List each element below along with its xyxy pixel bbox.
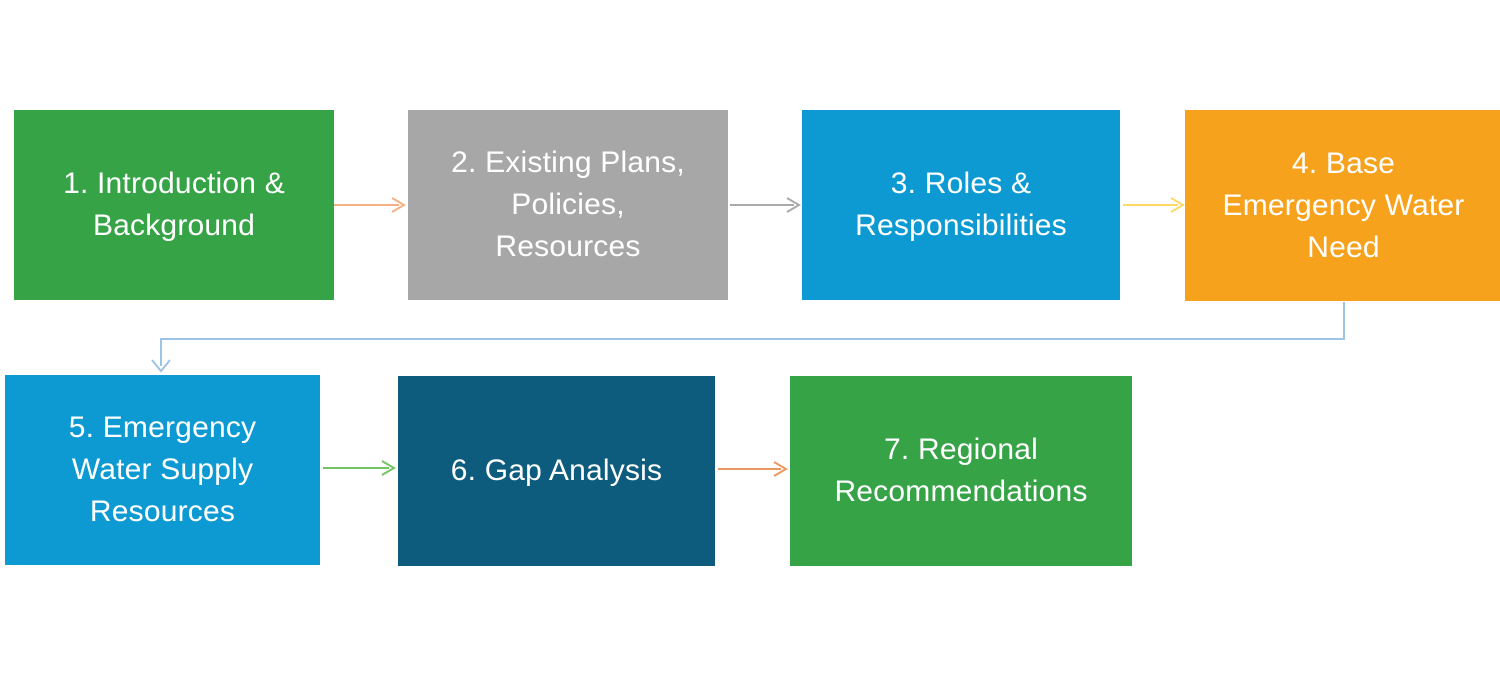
- flow-box-roles-responsibilities: 3. Roles & Responsibilities: [802, 110, 1120, 300]
- flow-box-existing-plans-policies-resources: 2. Existing Plans, Policies, Resources: [408, 110, 728, 300]
- flow-box-label-line: Resources: [89, 495, 236, 528]
- flow-box-label-line: 4. Base: [1291, 146, 1396, 180]
- flow-box-label-line: 7. Regional: [884, 433, 1038, 466]
- flow-box-introduction-background: 1. Introduction & Background: [14, 110, 334, 300]
- arrow-right-icon-1-2: [333, 197, 406, 213]
- flow-box-label-line: Recommendations: [834, 475, 1088, 508]
- arrow-elbow-icon-4-5: [151, 302, 1345, 373]
- arrow-right-icon-3-4: [1123, 197, 1185, 213]
- flow-box-label-line: Need: [1307, 230, 1380, 264]
- flow-box-label-line: Water Supply: [71, 453, 254, 486]
- flow-box-label-line: Policies,: [511, 188, 625, 221]
- flow-box-base-emergency-water-need: 4. Base Emergency Water Need: [1185, 110, 1500, 301]
- flow-box-regional-recommendations: 7. Regional Recommendations: [790, 376, 1132, 566]
- flow-box-label-line: Emergency Water: [1222, 188, 1465, 222]
- flow-box-emergency-water-supply-resources: 5. Emergency Water Supply Resources: [5, 375, 320, 565]
- arrow-right-icon-6-7: [718, 461, 788, 477]
- flow-box-label-line: 3. Roles &: [890, 167, 1032, 200]
- flow-box-label-line: Resources: [495, 230, 641, 263]
- flow-box-label-line: 6. Gap Analysis: [450, 454, 663, 487]
- flow-box-label-line: 1. Introduction &: [63, 167, 285, 200]
- flow-box-label-line: 2. Existing Plans,: [451, 146, 685, 179]
- flow-box-label-line: Responsibilities: [855, 209, 1067, 242]
- arrow-right-icon-2-3: [730, 197, 801, 213]
- arrow-right-icon-5-6: [323, 460, 396, 476]
- flow-box-gap-analysis: 6. Gap Analysis: [398, 376, 715, 566]
- flow-box-label-line: Background: [92, 209, 256, 242]
- flow-box-label-line: 5. Emergency: [68, 411, 257, 444]
